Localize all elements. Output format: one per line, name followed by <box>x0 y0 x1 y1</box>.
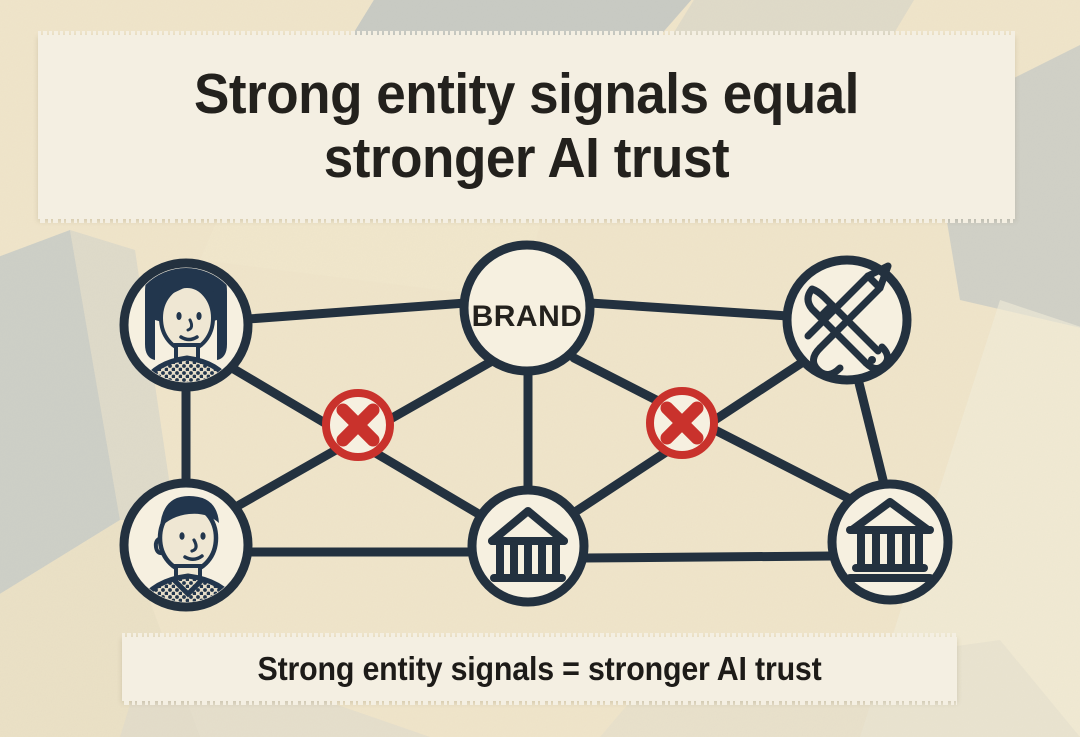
page-title: Strong entity signals equal stronger AI … <box>194 62 859 190</box>
marker-broken-link-left[interactable] <box>322 389 394 461</box>
red-x-icon <box>660 401 704 445</box>
node-bank-center[interactable] <box>467 485 589 607</box>
node-brand[interactable]: BRAND <box>459 240 595 376</box>
node-person-man[interactable] <box>119 478 253 644</box>
marker-broken-link-right[interactable] <box>646 387 718 459</box>
bank-building-icon <box>488 507 568 582</box>
node-brand-label: BRAND <box>472 300 583 333</box>
edge-brand-tools <box>585 298 793 321</box>
node-person-woman[interactable] <box>119 256 253 424</box>
bank-columns-icon <box>846 498 934 582</box>
title-banner: Strong entity signals equal stronger AI … <box>38 35 1015 219</box>
node-bank-right[interactable] <box>827 479 953 605</box>
person-man-icon <box>130 496 243 602</box>
person-woman-icon <box>135 268 239 382</box>
caption-banner: Strong entity signals = stronger AI trus… <box>122 637 957 701</box>
edge-bank-center-bank-right <box>579 551 837 563</box>
node-tools[interactable] <box>782 255 912 385</box>
caption-text: Strong entity signals = stronger AI trus… <box>257 650 822 687</box>
wrench-screwdriver-icon <box>804 262 892 378</box>
red-x-icon <box>336 403 380 447</box>
edge-person-woman-brand <box>243 298 471 324</box>
edge-tools-bank-right <box>853 374 889 489</box>
